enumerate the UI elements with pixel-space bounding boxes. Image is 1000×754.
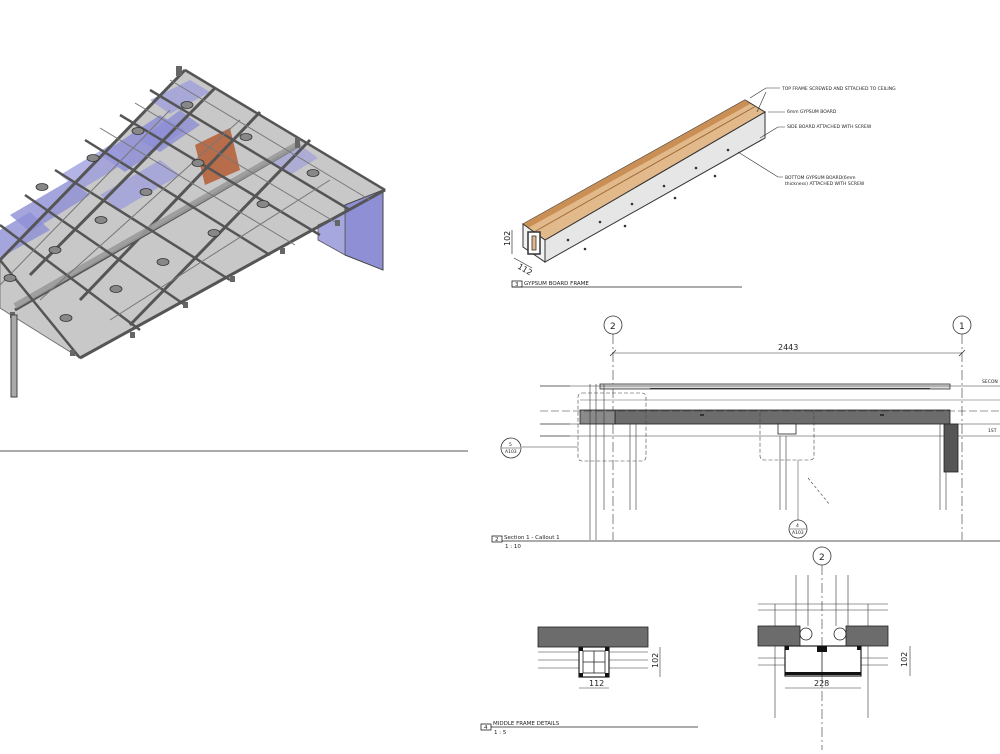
middle-grid-label: 2 [819, 553, 825, 563]
middle-title: MIDDLE FRAME DETAILS [493, 721, 560, 727]
level-second: SECON [982, 379, 998, 385]
grid-label-1: 1 [959, 322, 965, 332]
callout-bottom-number: 4 [796, 523, 799, 529]
gypsum-label-top-frame: TOP FRAME SCREWED AND STTACHED TO CEILIN… [781, 86, 896, 92]
gypsum-label-board: 6mm GYPSUM BOARD [787, 109, 837, 115]
gypsum-title: GYPSUM BOARD FRAME [524, 281, 589, 287]
callout-left-number: 5 [509, 442, 512, 448]
middle-scale: 1 : 5 [494, 730, 507, 736]
middle-dim-width-b: 228 [814, 679, 829, 688]
level-first: 1ST [988, 428, 997, 434]
gypsum-dim-width: 112 [516, 262, 534, 277]
middle-title-tag: 4 [484, 725, 488, 731]
isometric-ceiling-frame [0, 66, 387, 398]
callout-left-ref: A103 [505, 449, 517, 455]
gypsum-label-bottom-board: BOTTOM GYPSUM BOARD(6mm [785, 175, 856, 181]
gypsum-board-frame-detail: 102 112 TOP FRAME SCREWED AND STTACHED T… [503, 86, 896, 288]
middle-dim-height-a: 102 [651, 653, 660, 668]
middle-frame-details: 112 102 2 228 102 [480, 546, 911, 750]
middle-dim-height-b: 102 [900, 652, 909, 667]
gypsum-label-bottom-board-2: thickness) ATTACHED WITH SCREW [785, 181, 865, 187]
gypsum-dim-height: 102 [503, 231, 512, 246]
callout-bottom-ref: A103 [792, 530, 804, 536]
middle-dim-width-a: 112 [589, 679, 604, 688]
section-title-tag: 2 [495, 537, 499, 543]
section-callout-detail: 2 1 2443 SECON 1ST [491, 315, 1000, 550]
gypsum-title-tag: 3 [515, 282, 519, 288]
gypsum-label-side-board: SIDE BOARD ATTACHED WITH SCREW [787, 124, 872, 130]
grid-label-2: 2 [610, 322, 616, 332]
section-scale: 1 : 10 [505, 544, 521, 550]
section-title: Section 1 - Callout 1 [504, 535, 560, 541]
section-span-dim: 2443 [778, 343, 798, 352]
